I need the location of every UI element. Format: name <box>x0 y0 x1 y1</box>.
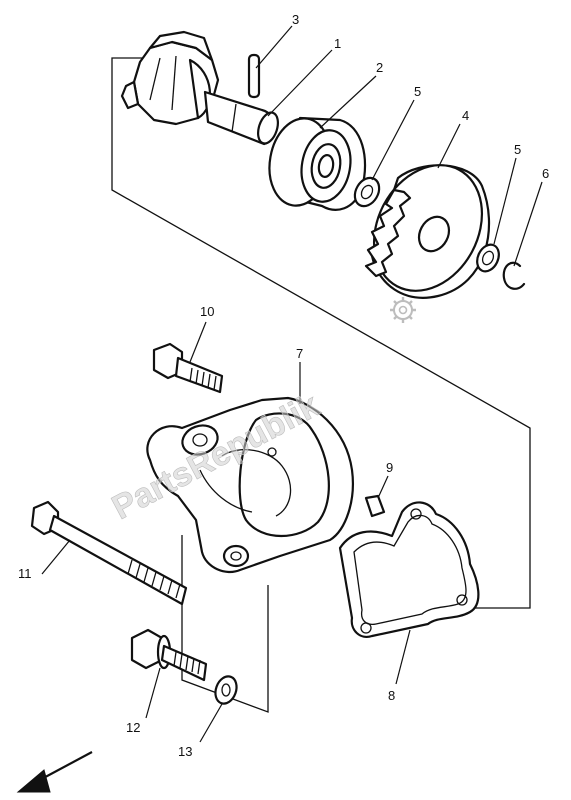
pin <box>247 53 261 99</box>
callout-label-7: 7 <box>296 346 303 361</box>
callout-label-10: 10 <box>200 304 214 319</box>
flange-bolt <box>130 628 208 682</box>
callout-label-4: 4 <box>462 108 469 123</box>
callout-label-1: 1 <box>334 36 341 51</box>
drive-gear <box>364 164 491 299</box>
callout-label-12: 12 <box>126 720 140 735</box>
washer-right <box>476 243 500 273</box>
gear-icon <box>390 297 416 323</box>
gasket <box>338 501 480 638</box>
washer-left <box>353 176 381 208</box>
pump-housing <box>146 396 354 574</box>
circlip <box>502 261 526 290</box>
callout-label-5a: 5 <box>414 84 421 99</box>
callout-label-3: 3 <box>292 12 299 27</box>
callout-label-11: 11 <box>18 566 32 581</box>
callout-label-8: 8 <box>388 688 395 703</box>
bolt-10 <box>152 342 224 394</box>
callout-label-2: 2 <box>376 60 383 75</box>
callout-labels: 1 2 3 4 5 5 6 7 8 9 10 11 12 13 <box>18 12 549 759</box>
callout-label-13: 13 <box>178 744 192 759</box>
dowel-pin <box>364 494 386 518</box>
arrow-icon <box>16 751 93 793</box>
long-bolt <box>30 500 188 606</box>
callout-label-9: 9 <box>386 460 393 475</box>
impeller-shaft <box>120 30 279 146</box>
callout-label-5b: 5 <box>514 142 521 157</box>
bearing <box>268 116 367 211</box>
leader-lines <box>41 25 543 743</box>
washer-13 <box>214 675 238 705</box>
callout-label-6: 6 <box>542 166 549 181</box>
